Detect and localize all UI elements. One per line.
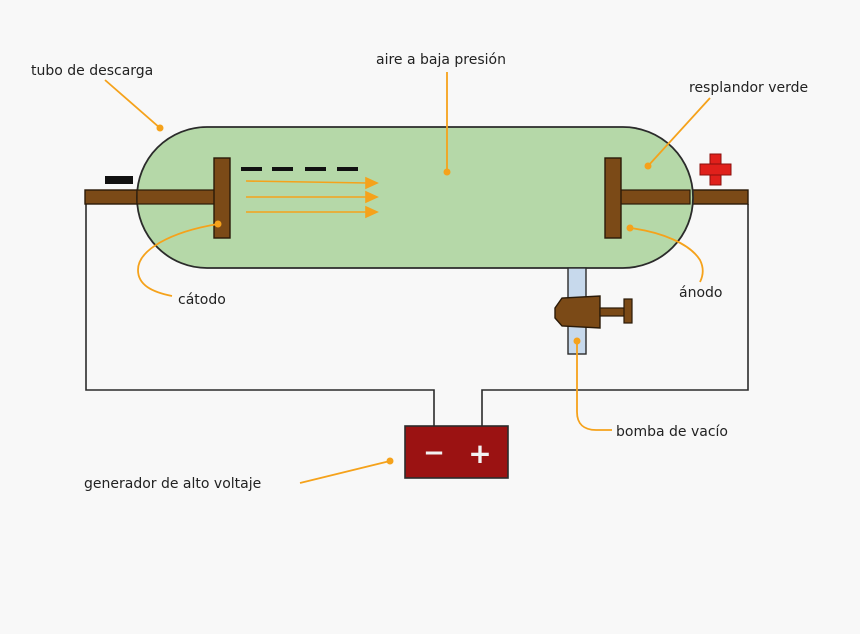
leader-dot-generator bbox=[386, 457, 394, 465]
label-tube: tubo de descarga bbox=[31, 63, 153, 79]
anode-plate bbox=[604, 157, 622, 239]
label-generator: generador de alto voltaje bbox=[84, 476, 261, 492]
leader-dot-glow bbox=[644, 162, 652, 170]
leader-pump bbox=[576, 341, 612, 431]
anode-rod-inner bbox=[619, 189, 691, 205]
leader-tube bbox=[104, 79, 161, 129]
leader-dot-cathode bbox=[214, 220, 222, 228]
leader-glow bbox=[647, 97, 711, 167]
cathode-rod-inner bbox=[136, 189, 218, 205]
wire-right bbox=[481, 204, 749, 426]
leader-generator bbox=[299, 460, 391, 484]
high-voltage-generator bbox=[404, 425, 509, 479]
leader-anode bbox=[629, 227, 704, 283]
leader-cathode bbox=[137, 223, 219, 297]
leader-dot-pump bbox=[573, 337, 581, 345]
negative-terminal-sign bbox=[105, 176, 133, 184]
label-anode: ánodo bbox=[679, 285, 722, 301]
cathode-rod-outer bbox=[84, 189, 146, 205]
cathode-ray-arrows bbox=[245, 176, 379, 219]
pump-valve bbox=[554, 295, 633, 329]
label-pump: bomba de vacío bbox=[616, 424, 728, 440]
wire-left bbox=[85, 204, 435, 426]
leader-dot-anode bbox=[626, 224, 634, 232]
leader-dot-air bbox=[443, 168, 451, 176]
label-cathode: cátodo bbox=[178, 292, 226, 308]
positive-terminal-sign bbox=[699, 153, 732, 186]
label-glow: resplandor verde bbox=[689, 80, 808, 96]
generator-positive-symbol: + bbox=[468, 437, 491, 470]
leader-dot-tube bbox=[156, 124, 164, 132]
label-air: aire a baja presión bbox=[376, 52, 506, 68]
generator-negative-symbol: − bbox=[423, 438, 445, 468]
cathode-plate bbox=[213, 157, 231, 239]
anode-rod-outer bbox=[684, 189, 749, 205]
